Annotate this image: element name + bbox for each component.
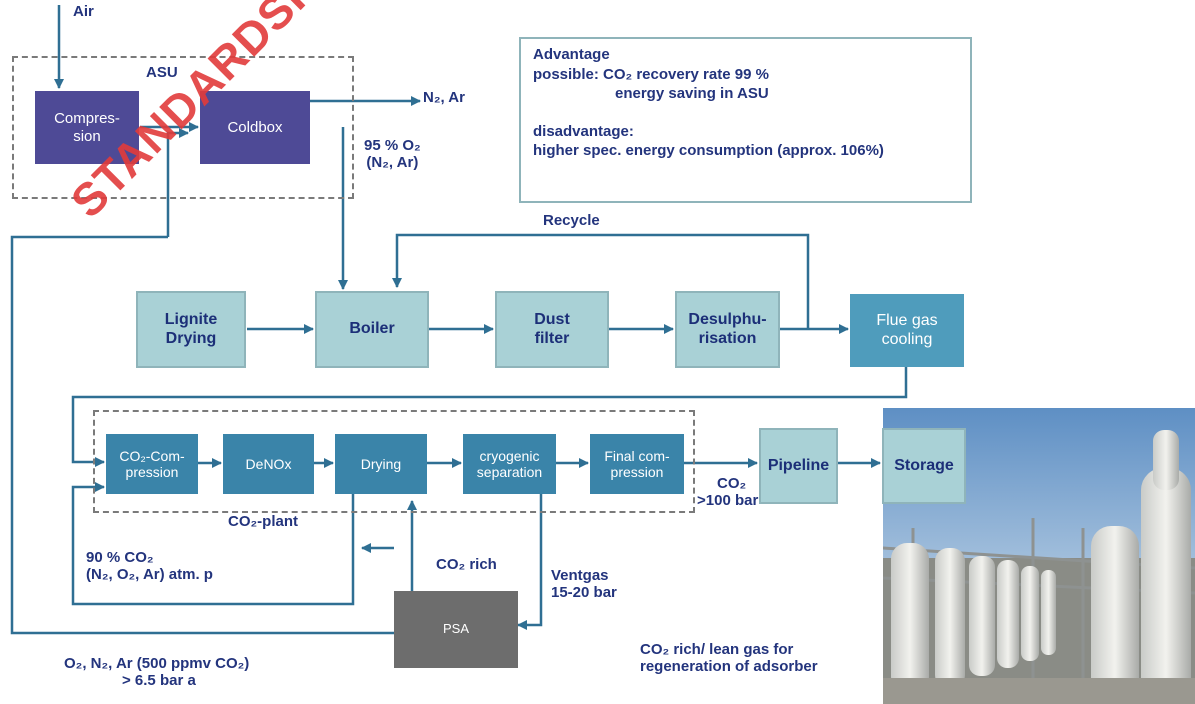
desulphurisation-label: Desulphu- risation: [688, 311, 766, 348]
co2-plant-label: CO₂-plant: [228, 513, 298, 530]
o2-95-line2: (N₂, Ar): [364, 154, 421, 171]
advantage-box: Advantage possible: CO₂ recovery rate 99…: [519, 37, 972, 203]
co2-out-label: CO₂ >100 bar: [697, 475, 758, 510]
psa-label: PSA: [443, 622, 469, 637]
ventgas-line2: 15-20 bar: [551, 584, 617, 601]
o2-n2-ar-line1: O₂, N₂, Ar (500 ppmv CO₂): [64, 655, 249, 672]
co2-compression-label: CO₂-Com- pression: [119, 448, 184, 480]
recycle-label: Recycle: [543, 212, 600, 229]
co2-90-line1: 90 % CO₂: [86, 549, 213, 566]
denox-box: DeNOx: [223, 434, 314, 494]
disadvantage-energy: higher spec. energy consumption (approx.…: [533, 141, 958, 161]
disadvantage-heading: disadvantage:: [533, 122, 958, 142]
lignite-drying-label: Lignite Drying: [165, 311, 217, 348]
ventgas-line1: Ventgas: [551, 567, 617, 584]
ventgas-label: Ventgas 15-20 bar: [551, 567, 617, 602]
dust-filter-label: Dust filter: [534, 311, 570, 348]
boiler-box: Boiler: [315, 291, 429, 368]
advantage-recovery-rate: possible: CO₂ recovery rate 99 %: [533, 65, 958, 85]
co2-compression-box: CO₂-Com- pression: [106, 434, 198, 494]
storage-box: Storage: [882, 428, 966, 504]
coldbox-label: Coldbox: [227, 119, 282, 136]
psa-box: PSA: [394, 591, 518, 668]
flue-gas-cooling-label: Flue gas cooling: [876, 312, 937, 349]
flue-gas-cooling-box: Flue gas cooling: [850, 294, 964, 367]
final-compression-box: Final com- pression: [590, 434, 684, 494]
boiler-label: Boiler: [349, 320, 394, 338]
advantage-spacer: [533, 104, 958, 122]
advantage-heading: Advantage: [533, 45, 958, 65]
denox-label: DeNOx: [246, 456, 292, 472]
desulphurisation-box: Desulphu- risation: [675, 291, 780, 368]
pipeline-label: Pipeline: [768, 457, 829, 475]
cryogenic-separation-box: cryogenic separation: [463, 434, 556, 494]
co2-90-label: 90 % CO₂ (N₂, O₂, Ar) atm. p: [86, 549, 213, 584]
air-label: Air: [73, 3, 94, 20]
dust-filter-box: Dust filter: [495, 291, 609, 368]
n2-ar-label: N₂, Ar: [423, 89, 465, 106]
drying-label: Drying: [361, 456, 401, 472]
storage-label: Storage: [894, 457, 954, 475]
pipeline-box: Pipeline: [759, 428, 838, 504]
regeneration-line1: CO₂ rich/ lean gas for: [640, 641, 818, 658]
co2-90-line2: (N₂, O₂, Ar) atm. p: [86, 566, 213, 583]
o2-n2-ar-line2: > 6.5 bar a: [64, 672, 249, 689]
drying-box: Drying: [335, 434, 427, 494]
co2-out-line1: CO₂: [697, 475, 758, 492]
lignite-drying-box: Lignite Drying: [136, 291, 246, 368]
o2-95-line1: 95 % O₂: [364, 137, 421, 154]
co2-rich-label: CO₂ rich: [436, 556, 497, 573]
final-compression-label: Final com- pression: [604, 448, 669, 480]
advantage-energy-saving: energy saving in ASU: [533, 84, 958, 104]
o2-95-label: 95 % O₂ (N₂, Ar): [364, 137, 421, 172]
o2-n2-ar-label: O₂, N₂, Ar (500 ppmv CO₂) > 6.5 bar a: [64, 655, 249, 690]
cryogenic-separation-label: cryogenic separation: [477, 448, 542, 480]
co2-out-line2: >100 bar: [697, 492, 758, 509]
regeneration-line2: regeneration of adsorber: [640, 658, 818, 675]
ventgas-to-psa-arrow: [518, 494, 541, 625]
regeneration-label: CO₂ rich/ lean gas for regeneration of a…: [640, 641, 818, 676]
